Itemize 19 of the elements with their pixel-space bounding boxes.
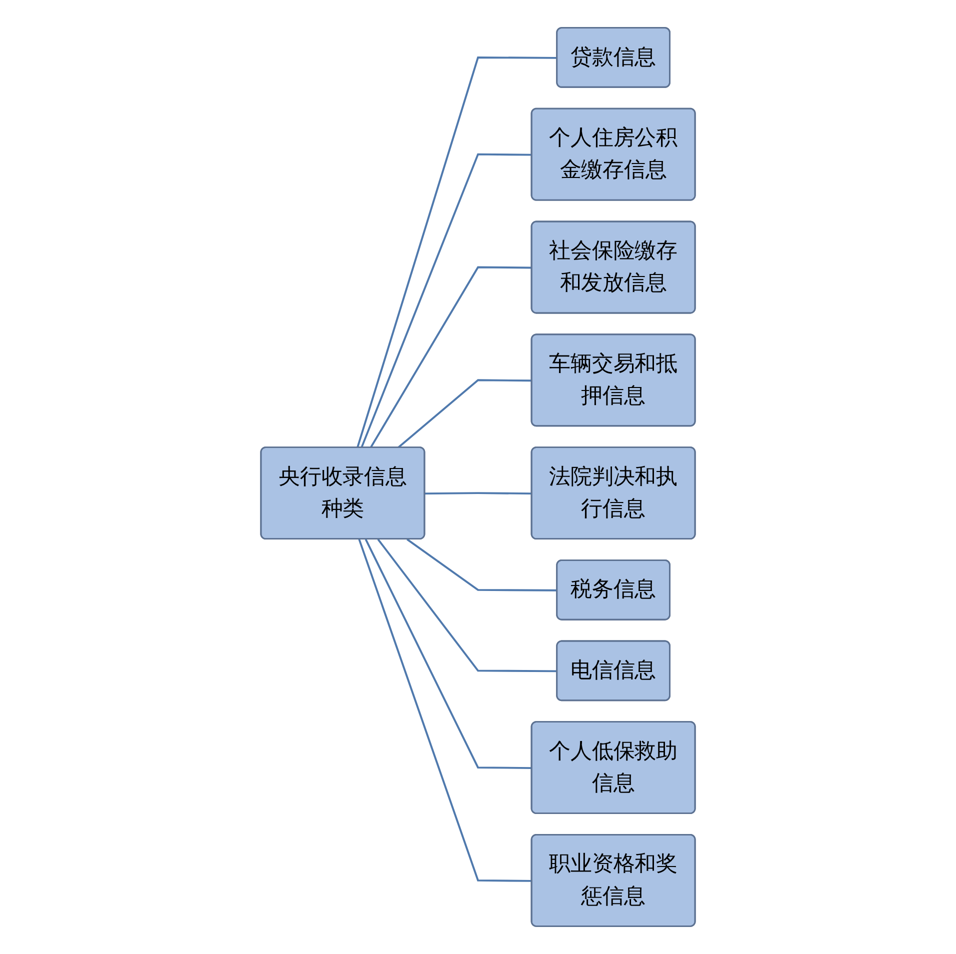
rounded-box: 个人住房公积金缴存信息 [530, 108, 696, 201]
connector-line [370, 266, 532, 448]
connector-line [397, 379, 532, 449]
rounded-box: 个人低保救助信息 [530, 721, 696, 814]
connector-line [377, 538, 558, 672]
rounded-box: 税务信息 [556, 560, 670, 620]
rounded-box: 央行收录信息种类 [260, 446, 426, 540]
connector-line [424, 492, 532, 495]
rounded-box: 车辆交易和抵押信息 [530, 334, 696, 427]
rounded-box: 社会保险缴存和发放信息 [530, 220, 696, 314]
connector-line [356, 56, 558, 448]
rounded-box: 职业资格和奖惩信息 [530, 834, 696, 927]
connector-line [360, 153, 532, 448]
connector-line [406, 538, 558, 592]
rounded-box: 法院判决和执行信息 [530, 446, 696, 540]
rounded-box: 贷款信息 [556, 27, 670, 88]
connector-line [358, 538, 532, 882]
connector-line [364, 538, 532, 770]
rounded-box: 电信信息 [556, 640, 670, 702]
